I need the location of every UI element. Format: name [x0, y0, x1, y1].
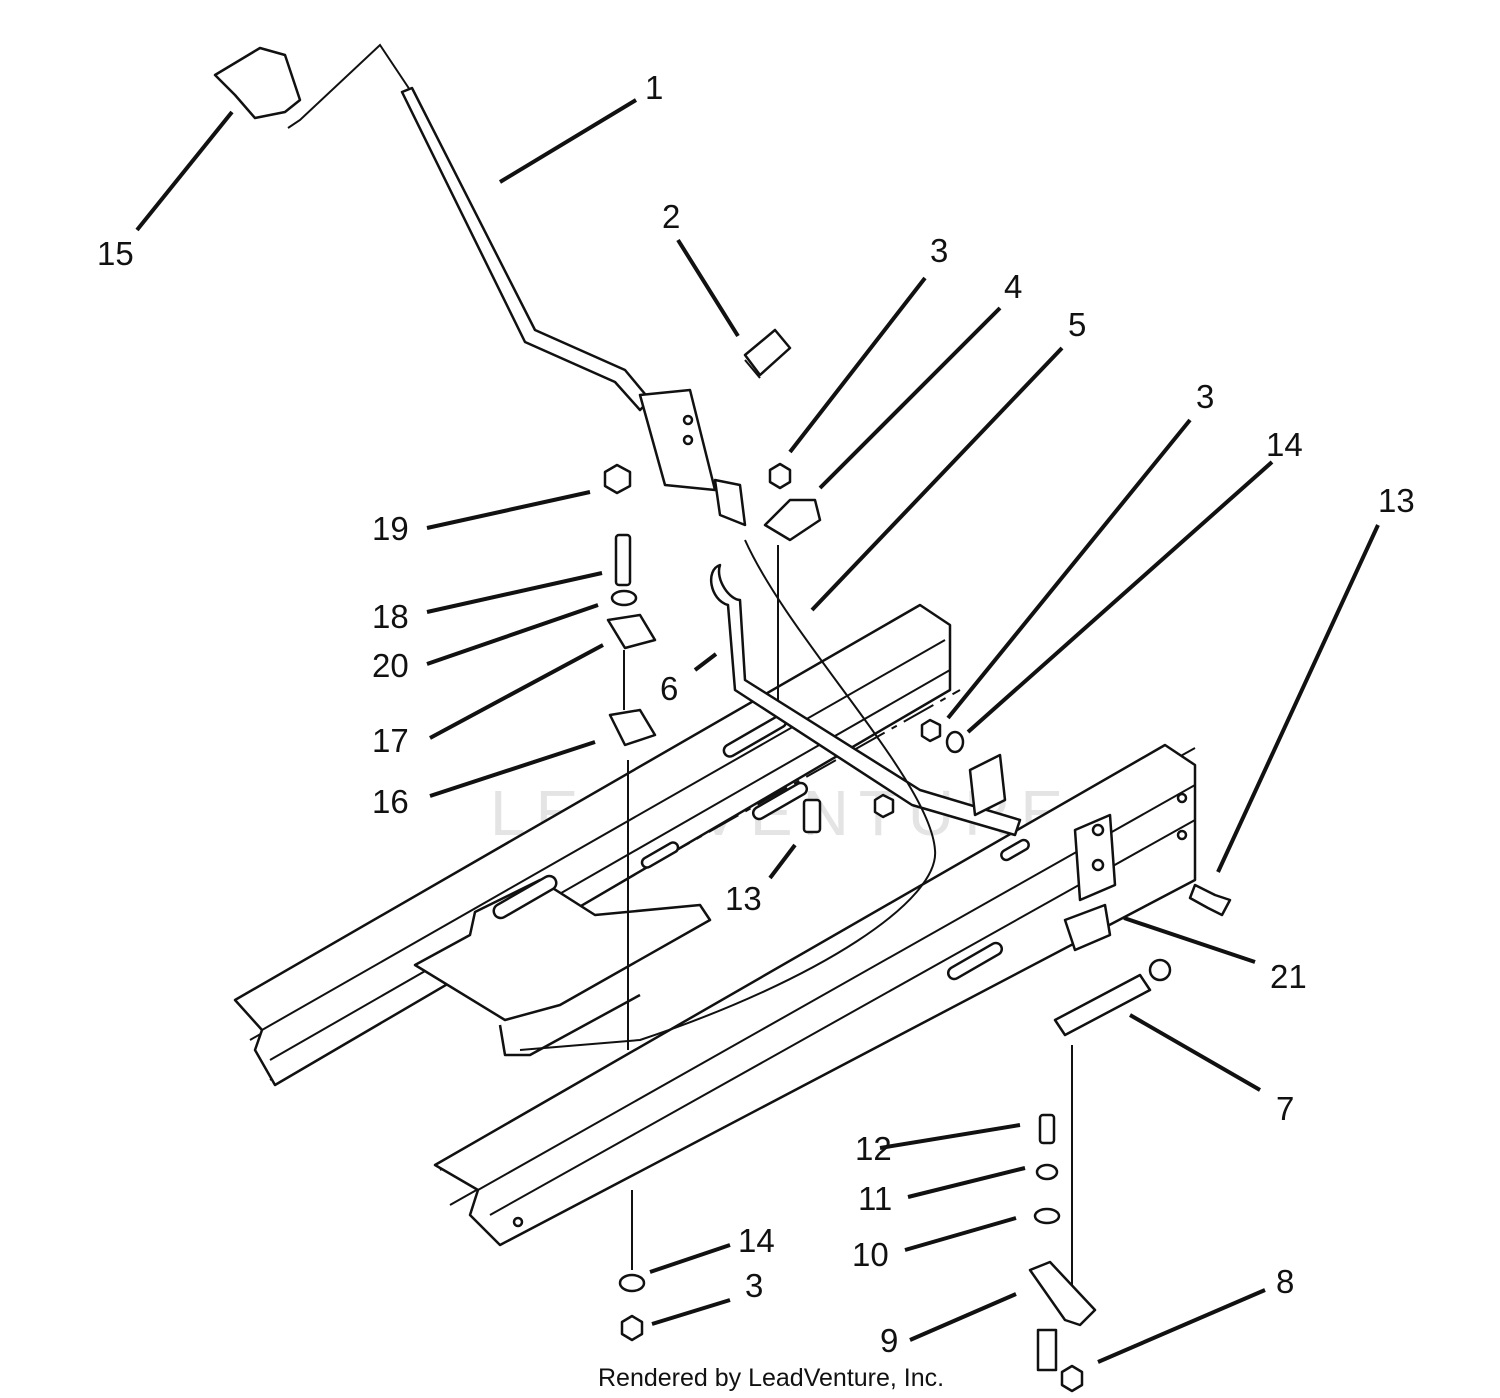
callout-labels: 1 2 3 4 5 3 14 13 15 19 18 20 17 16 6 13…: [97, 69, 1415, 1359]
callout-14-bottom: 14: [738, 1222, 775, 1259]
bracket-21: [1063, 813, 1117, 952]
hardware-stack-right: [1033, 1113, 1061, 1225]
nut-8: [1060, 1364, 1084, 1393]
nut-washer-rod: [920, 718, 965, 754]
lift-lever: [287, 43, 747, 527]
callout-3-top: 3: [930, 232, 948, 269]
callout-11: 11: [858, 1180, 892, 1217]
callout-13-lower: 13: [725, 880, 762, 917]
hardware-stack-bottom: [618, 1190, 646, 1342]
lift-rod: [709, 563, 1022, 837]
rod-end-bracket: [968, 753, 1007, 817]
lever-knob: [213, 46, 302, 120]
nut-19: [603, 463, 632, 495]
callout-16: 16: [372, 783, 409, 820]
bolt-13-lower: [802, 798, 822, 834]
callout-10: 10: [852, 1236, 889, 1273]
bolt-2: [743, 328, 792, 379]
cable-clamp: [763, 462, 822, 712]
frame-nut: [873, 793, 895, 819]
callout-7: 7: [1276, 1090, 1294, 1127]
callout-14-top: 14: [1266, 426, 1303, 463]
callout-8: 8: [1276, 1263, 1294, 1300]
callout-18: 18: [372, 598, 409, 635]
callout-15: 15: [97, 235, 134, 272]
callout-9: 9: [880, 1322, 898, 1359]
bolt-stack-left: [606, 533, 657, 1050]
callout-19: 19: [372, 510, 409, 547]
callout-6: 6: [660, 670, 678, 707]
bolt-13-right: [1188, 883, 1232, 917]
callout-5: 5: [1068, 306, 1086, 343]
callout-1: 1: [645, 69, 663, 106]
leader-lines: [135, 98, 1380, 1364]
callout-3-mid: 3: [1196, 378, 1214, 415]
callout-2: 2: [662, 198, 680, 235]
callout-21: 21: [1270, 958, 1307, 995]
arm-9: [1028, 1260, 1097, 1372]
callout-20: 20: [372, 647, 409, 684]
callout-13-right: 13: [1378, 482, 1415, 519]
link-rod: [1053, 958, 1172, 1300]
lift-cable: [519, 539, 937, 1051]
mounting-plate: [413, 714, 809, 1057]
callout-4: 4: [1004, 268, 1022, 305]
callout-17: 17: [372, 722, 409, 759]
callout-12: 12: [855, 1130, 892, 1167]
callout-3-bottom: 3: [745, 1267, 763, 1304]
render-credit: Rendered by LeadVenture, Inc.: [598, 1364, 944, 1392]
